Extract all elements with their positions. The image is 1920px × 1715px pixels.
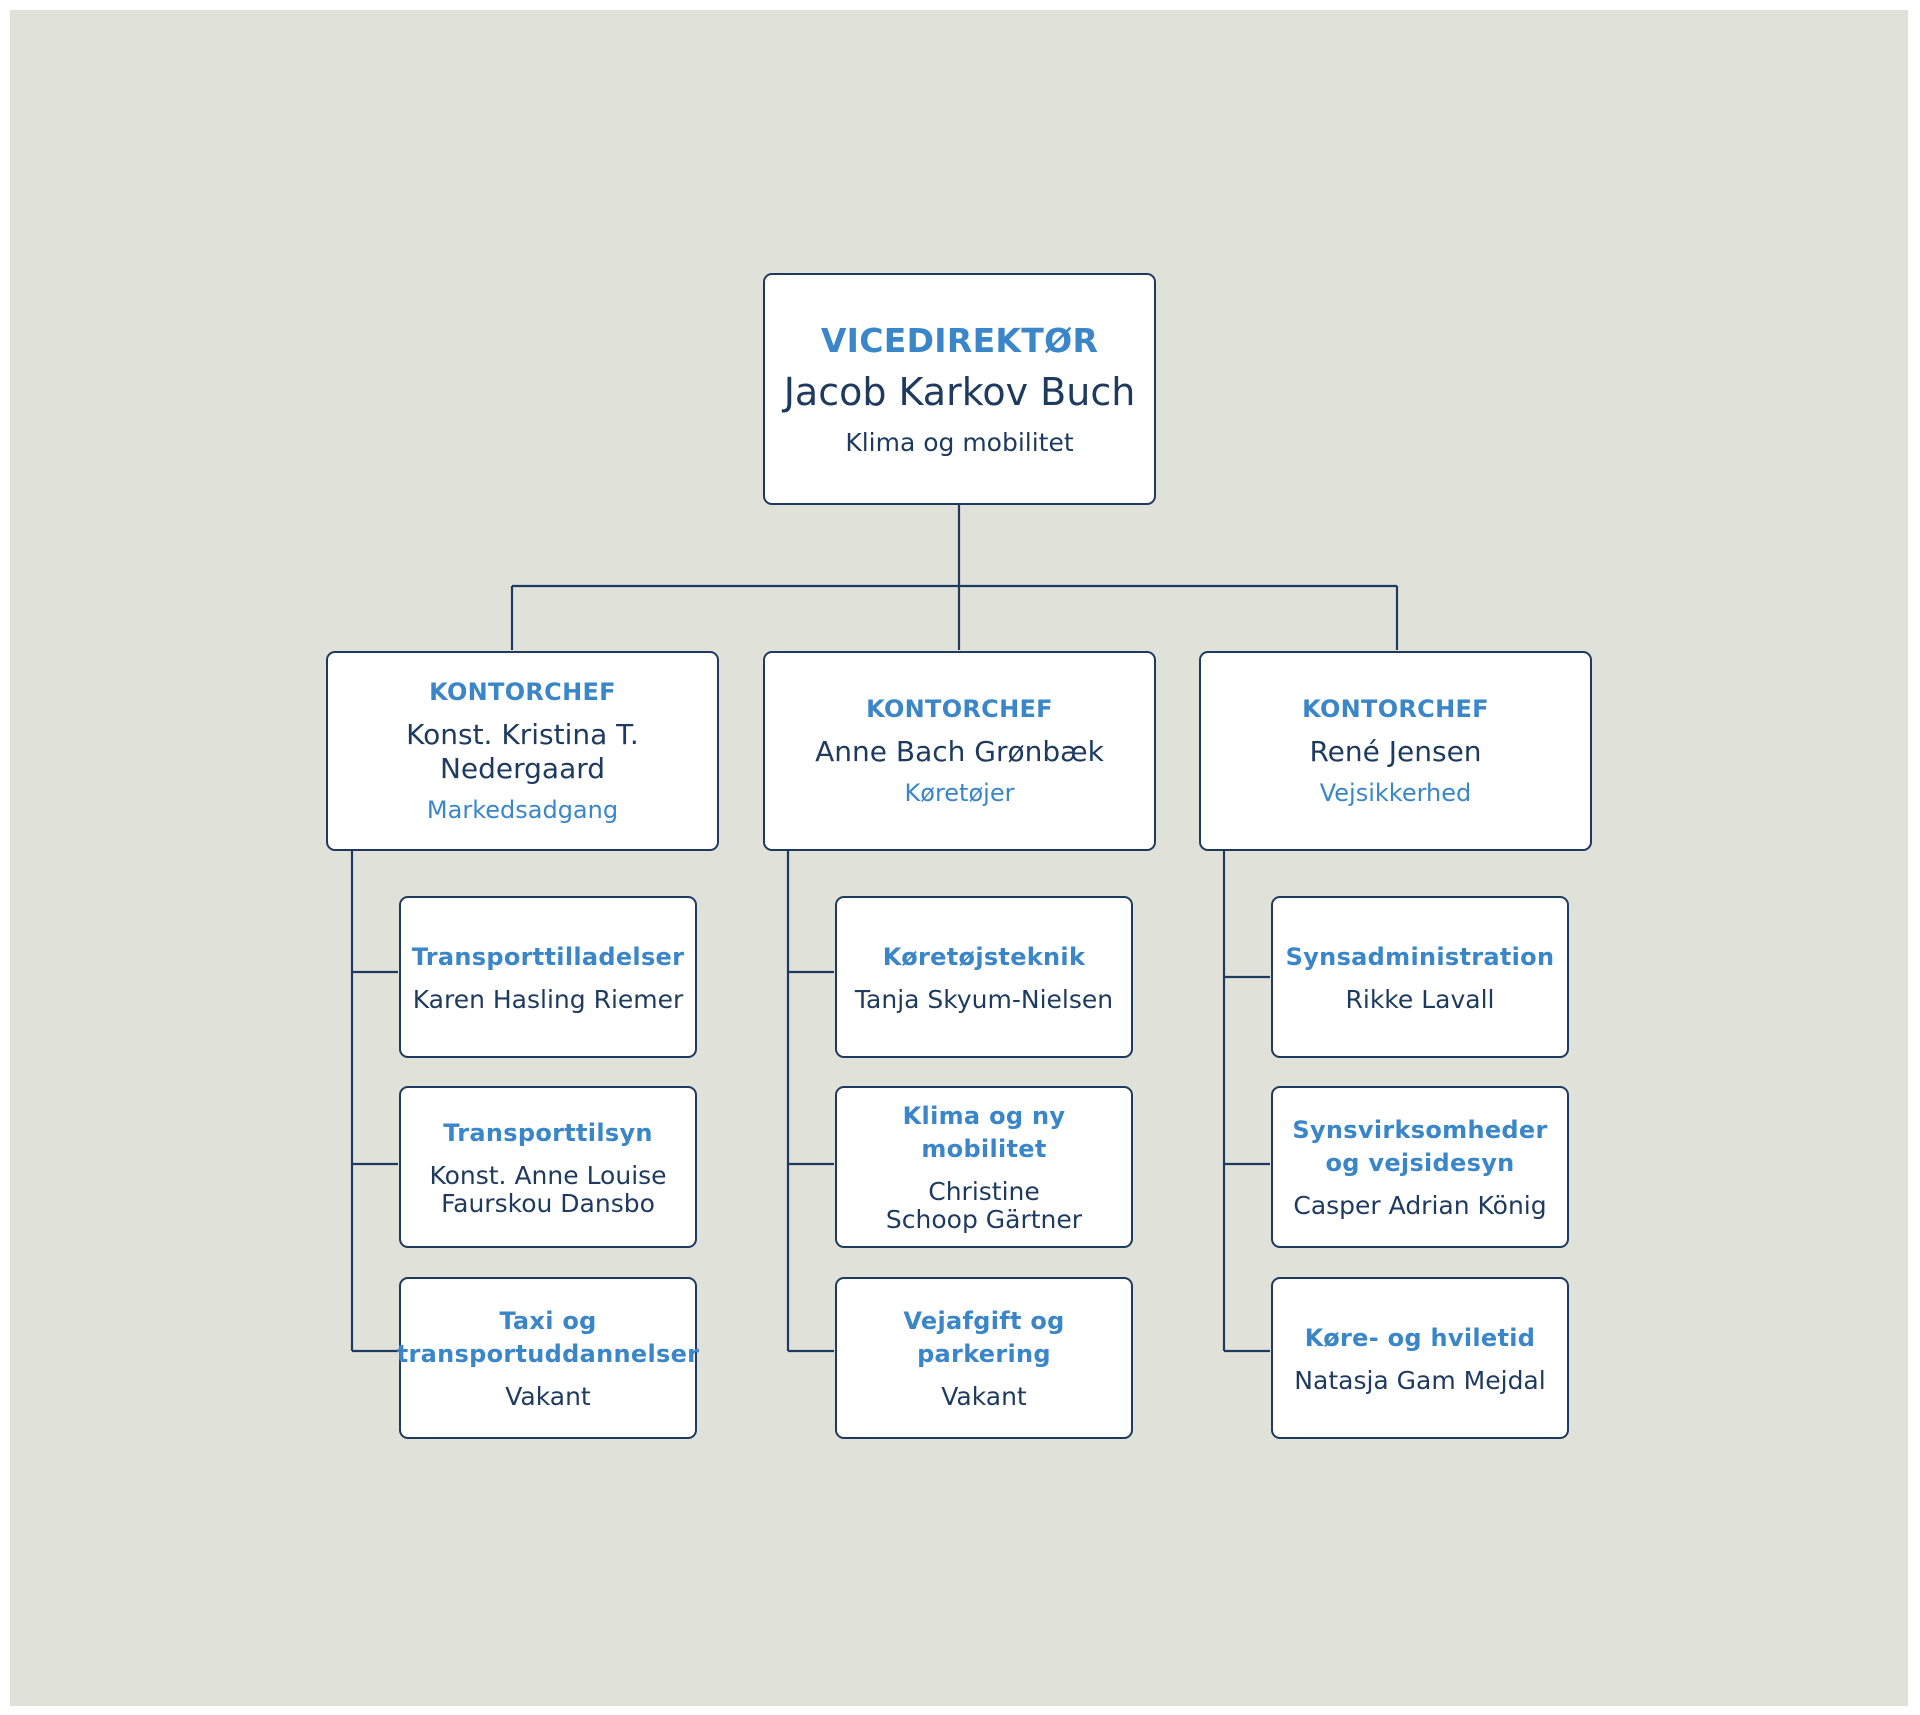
box-person: Konst. Kristina T. Nedergaard xyxy=(406,718,639,786)
unit-title: Synsadministration xyxy=(1286,941,1555,974)
unit-head-line: Konst. Anne Louise xyxy=(429,1160,667,1190)
box-person-line: Konst. Kristina T. xyxy=(406,718,639,751)
unit-head: Tanja Skyum-Nielsen xyxy=(854,984,1114,1014)
unit-head: Konst. Anne Louise Faurskou Dansbo xyxy=(429,1160,667,1218)
unit-box: Køre- og hviletid Natasja Gam Mejdal xyxy=(1271,1277,1569,1439)
box-role: KONTORCHEF xyxy=(866,695,1053,723)
unit-title-line: Taxi og xyxy=(499,1307,597,1335)
unit-head: Vakant xyxy=(941,1383,1027,1411)
box-person: Jacob Karkov Buch xyxy=(783,370,1136,414)
unit-box: Transporttilsyn Konst. Anne Louise Faurs… xyxy=(399,1086,697,1248)
unit-title: Klima og ny mobilitet xyxy=(837,1100,1131,1166)
box-dept: Klima og mobilitet xyxy=(845,428,1074,457)
box-dept: Køretøjer xyxy=(904,779,1015,807)
unit-title-line: Synsadministration xyxy=(1285,942,1555,971)
office-box-3: KONTORCHEF René Jensen Vejsikkerhed xyxy=(1199,651,1592,851)
unit-title: Køre- og hviletid xyxy=(1305,1322,1536,1355)
unit-box: Køretøjsteknik Tanja Skyum-Nielsen xyxy=(835,896,1133,1058)
unit-head: Christine Schoop Gärtner xyxy=(886,1178,1082,1234)
unit-title: Transporttilladelser xyxy=(412,941,685,974)
unit-head-line: Schoop Gärtner xyxy=(885,1205,1083,1234)
unit-title: Transporttilsyn xyxy=(443,1117,653,1150)
unit-title-line: og vejsidesyn xyxy=(1325,1149,1515,1177)
unit-head-line: Vakant xyxy=(941,1382,1027,1411)
unit-box: Synsvirksomheder og vejsidesyn Casper Ad… xyxy=(1271,1086,1569,1248)
unit-title: Taxi og transportuddannelser xyxy=(397,1305,700,1371)
office-box-1: KONTORCHEF Konst. Kristina T. Nedergaard… xyxy=(326,651,719,851)
unit-head-line: Casper Adrian König xyxy=(1293,1191,1547,1220)
unit-title-line: transportuddannelser xyxy=(396,1340,700,1368)
unit-head-line: Rikke Lavall xyxy=(1345,984,1495,1014)
unit-head-line: Faurskou Dansbo xyxy=(441,1188,655,1218)
unit-title-line: Køretøjsteknik xyxy=(882,942,1086,971)
box-dept: Markedsadgang xyxy=(426,796,619,824)
unit-head-line: Karen Hasling Riemer xyxy=(412,984,684,1014)
unit-head: Natasja Gam Mejdal xyxy=(1294,1365,1546,1395)
unit-box: Synsadministration Rikke Lavall xyxy=(1271,896,1569,1058)
unit-head-line: Christine xyxy=(928,1177,1040,1206)
unit-head-line: Vakant xyxy=(505,1382,591,1411)
unit-title: Synsvirksomheder og vejsidesyn xyxy=(1292,1114,1547,1180)
unit-box: Transporttilladelser Karen Hasling Rieme… xyxy=(399,896,697,1058)
unit-title: Vejafgift og parkering xyxy=(837,1305,1131,1371)
vicedirector-box: VICEDIREKTØR Jacob Karkov Buch Klima og … xyxy=(763,273,1156,505)
unit-box: Taxi og transportuddannelser Vakant xyxy=(397,1277,700,1439)
box-person: Anne Bach Grønbæk xyxy=(815,735,1104,769)
box-person: René Jensen xyxy=(1309,735,1481,769)
box-person-line: Anne Bach Grønbæk xyxy=(815,735,1104,768)
box-person-line: Nedergaard xyxy=(439,752,606,785)
office-box-2: KONTORCHEF Anne Bach Grønbæk Køretøjer xyxy=(763,651,1156,851)
unit-title-line: Transporttilsyn xyxy=(443,1118,653,1147)
unit-head: Karen Hasling Riemer xyxy=(412,984,684,1014)
unit-head-line: Natasja Gam Mejdal xyxy=(1294,1365,1546,1395)
unit-title-line: Vejafgift og parkering xyxy=(903,1307,1065,1368)
unit-head: Vakant xyxy=(505,1383,591,1411)
unit-head: Rikke Lavall xyxy=(1345,984,1495,1014)
box-role: VICEDIREKTØR xyxy=(820,321,1099,360)
unit-title-line: Synsvirksomheder xyxy=(1292,1116,1548,1144)
box-role: KONTORCHEF xyxy=(1302,695,1489,723)
unit-box: Klima og ny mobilitet Christine Schoop G… xyxy=(835,1086,1133,1248)
unit-title: Køretøjsteknik xyxy=(883,941,1085,974)
unit-title-line: Transporttilladelser xyxy=(411,942,685,971)
box-dept: Vejsikkerhed xyxy=(1319,779,1472,807)
box-person-line: René Jensen xyxy=(1309,735,1482,768)
unit-title-line: Køre- og hviletid xyxy=(1304,1323,1536,1352)
unit-box: Vejafgift og parkering Vakant xyxy=(835,1277,1133,1439)
connector-lines xyxy=(350,500,1399,1353)
box-role: KONTORCHEF xyxy=(429,678,616,706)
org-chart: VICEDIREKTØR Jacob Karkov Buch Klima og … xyxy=(10,10,1908,1706)
unit-head: Casper Adrian König xyxy=(1293,1192,1546,1220)
unit-title-line: Klima og ny mobilitet xyxy=(902,1102,1066,1163)
unit-head-line: Tanja Skyum-Nielsen xyxy=(854,984,1114,1014)
